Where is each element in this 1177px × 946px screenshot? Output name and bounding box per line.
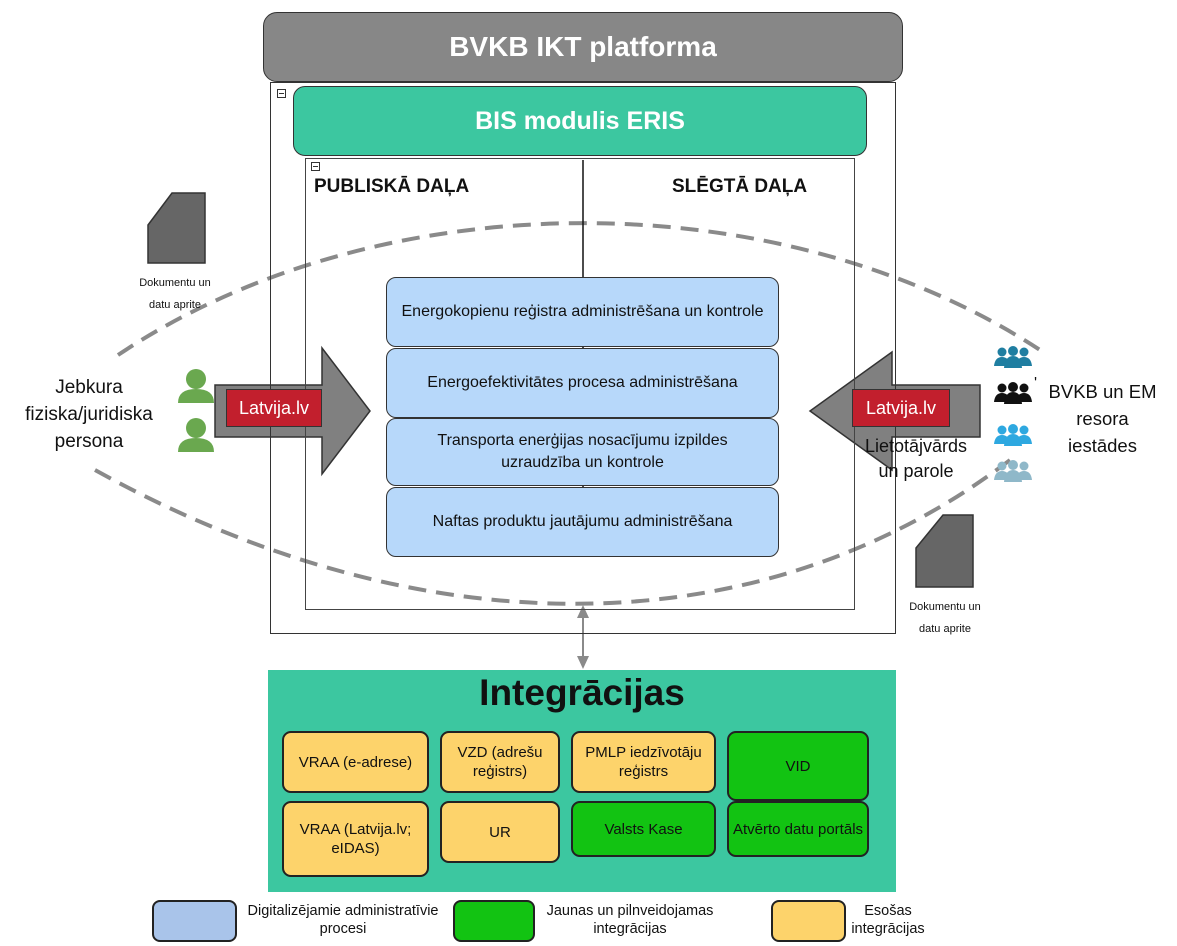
doc-caption-left: Dokumentu un datu aprite [139,277,211,311]
section-public: PUBLISKĀ DAĻA [314,176,470,197]
platform-frame [270,82,896,634]
integration-pmlp: PMLP iedzīvotāju reģistrs [571,731,716,793]
person-icon-2 [178,418,214,452]
integration-valsts-kase: Valsts Kase [571,801,716,857]
module-frame [305,158,855,610]
group-icon-black [994,382,1032,404]
process-transport-energy: Transporta enerģijas nosacījumu izpildes… [386,418,779,486]
dashed-flow-bottom [94,458,1012,606]
group-icon-blue [994,424,1032,446]
legend-label-existing: Esošas integrācijas [851,903,925,937]
collapse-icon[interactable] [277,89,286,98]
legend-label-digital: Digitalizējamie administratīvie procesi [247,903,439,937]
integration-vraa-latvija: VRAA (Latvija.lv; eIDAS) [282,801,429,877]
group-icon-teal [994,346,1032,368]
collapse-icon-module[interactable] [311,162,320,171]
process-oil-products: Naftas produktu jautājumu administrēšana [386,487,779,557]
integration-vid: VID [727,731,869,801]
platform-header: BVKB IKT platforma [263,12,903,82]
doc-icon-right [915,514,974,588]
process-energy-efficiency: Energoefektivitātes procesa administrēša… [386,348,779,418]
legend-swatch-digital [152,900,237,942]
integrations-title: Integrācijas [479,672,685,713]
actor-left: Jebkura fiziska/juridiska persona [25,377,153,452]
legend-swatch-existing [771,900,846,942]
dashed-flow-top [116,221,1042,357]
person-icon-1 [178,369,214,403]
auth-label: Lietotājvārds un parole [864,436,968,481]
integration-vraa-eadrese: VRAA (e-adrese) [282,731,429,793]
process-energy-communities: Energokopienu reģistra administrēšana un… [386,277,779,347]
module-title: BIS modulis ERIS [475,106,685,135]
latvija-portal-left[interactable]: Latvija.lv [226,389,322,427]
integration-arrow-head-down [577,656,589,669]
integration-ur: UR [440,801,560,863]
legend-swatch-new [453,900,535,942]
group-icon-light [994,460,1032,482]
doc-icon-left [147,192,206,264]
legend-label-new: Jaunas un pilnveidojamas integrācijas [546,903,714,937]
doc-caption-right: Dokumentu un datu aprite [909,601,981,635]
integration-vzd: VZD (adrešu reģistrs) [440,731,560,793]
tick-mark: ' [1034,375,1038,392]
integration-arrow-head-up [577,605,589,618]
module-header: BIS modulis ERIS [293,86,867,156]
platform-title: BVKB IKT platforma [449,31,717,62]
latvija-portal-right[interactable]: Latvija.lv [852,389,950,427]
actor-right: BVKB un EM resora iestādes [1048,381,1157,456]
integration-atverto-datu: Atvērto datu portāls [727,801,869,857]
section-closed: SLĒGTĀ DAĻA [672,176,808,197]
